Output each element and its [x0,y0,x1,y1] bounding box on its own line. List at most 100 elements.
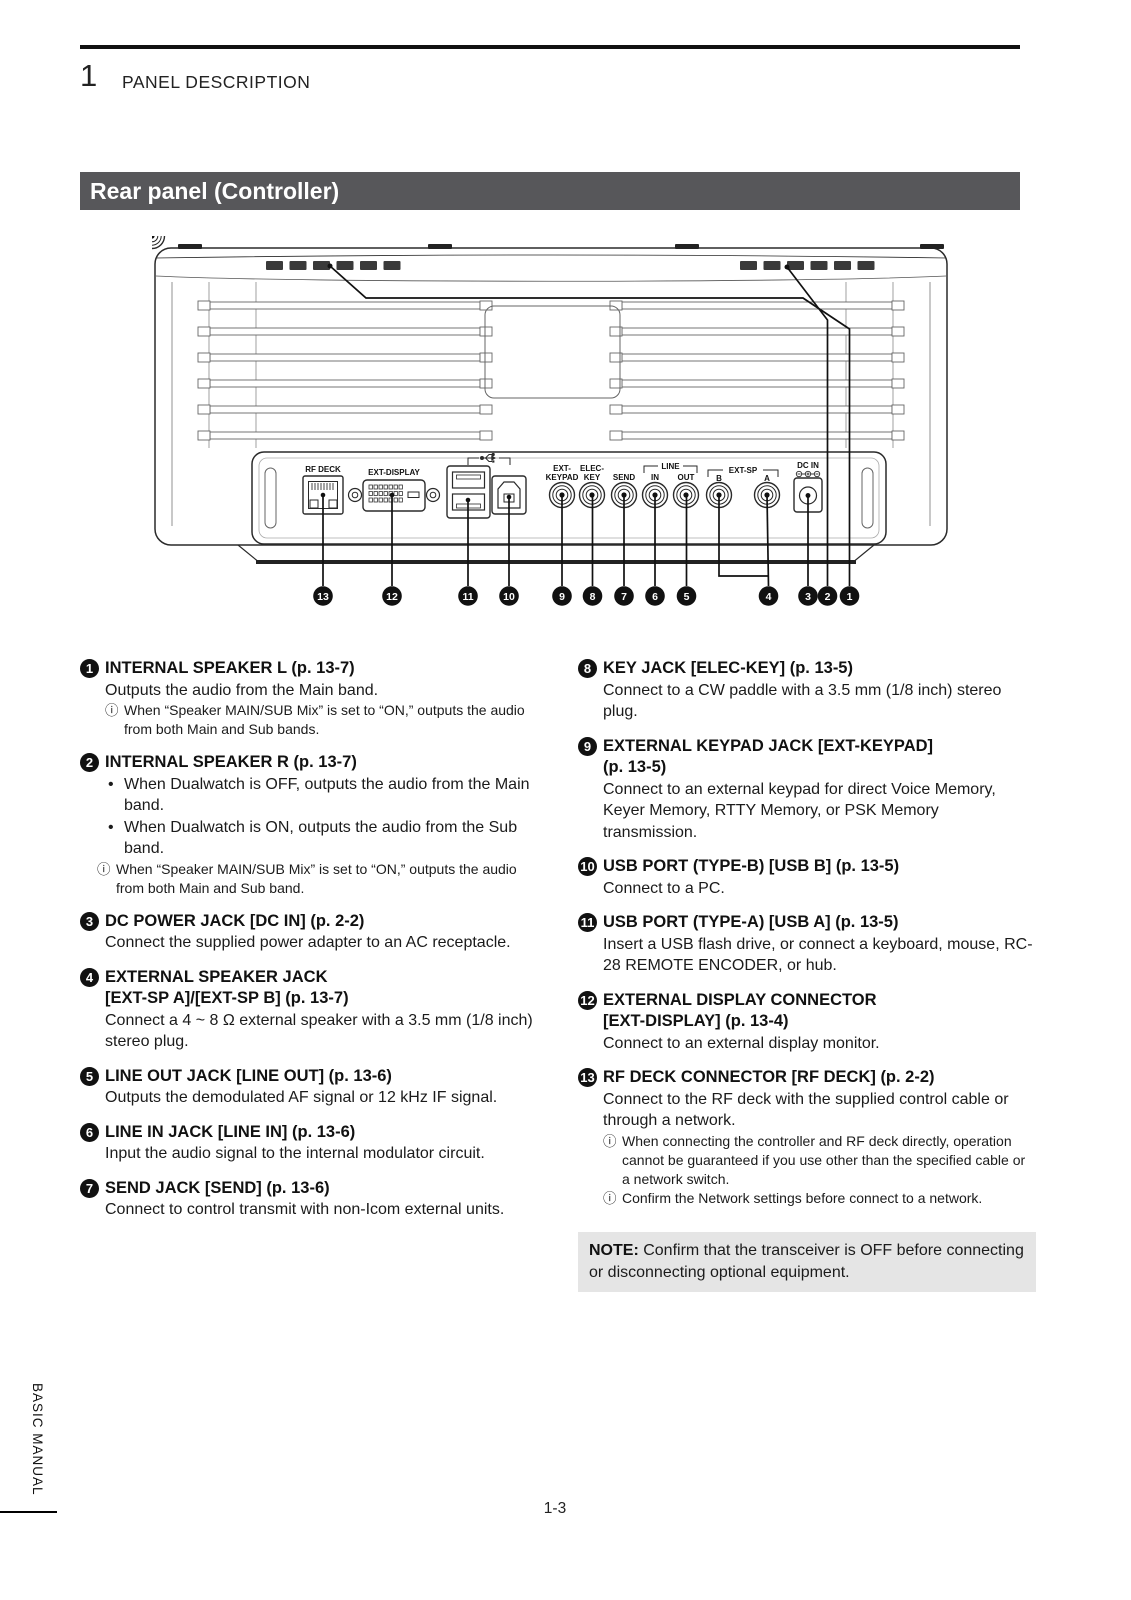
panel-item-8: 8 KEY JACK [ELEC-KEY] (p. 13-5)Connect to… [578,658,1036,723]
chapter-number: 1 [80,58,98,93]
item-title-line: EXTERNAL DISPLAY CONNECTOR [603,990,877,1009]
item-number-badge: 13 [578,1068,597,1087]
speaker-vent-left [266,261,401,270]
item-text-content: When connecting the controller and RF de… [622,1132,1026,1187]
item-text: Connect to an external display monitor. [603,1033,1036,1055]
callout-7: 7 [621,591,627,603]
elec-key-label-1: ELEC- [580,464,604,473]
item-number-badge: 4 [80,967,99,987]
callout-lines [322,265,851,587]
ext-keypad-label-2: KEYPAD [546,473,579,482]
rear-panel-diagram: RF DECK EXT-DISPLAY EXT- KEYPAD ELEC- KE… [138,222,950,608]
item-number-badge: 5 [80,1066,99,1086]
item-title: USB PORT (TYPE-B) [USB B] (p. 13-5) [603,856,899,878]
elec-key-label-2: KEY [584,473,601,482]
item-title-line: DC POWER JACK [DC IN] (p. 2-2) [105,911,365,930]
item-title: RF DECK CONNECTOR [RF DECK] (p. 2-2) [603,1067,935,1089]
item-heading: 13 RF DECK CONNECTOR [RF DECK] (p. 2-2) [578,1067,1036,1089]
item-text: Outputs the audio from the Main band. [105,680,542,702]
item-text: Connect to an external keypad for direct… [603,779,1036,844]
item-title-line: RF DECK CONNECTOR [RF DECK] (p. 2-2) [603,1068,935,1086]
item-title-line: USB PORT (TYPE-B) [USB B] (p. 13-5) [603,857,900,875]
callout-10: 10 [503,591,515,603]
dc-in-label: DC IN [797,461,819,470]
note-text: Confirm that the transceiver is OFF befo… [589,1241,1024,1281]
callout-5: 5 [684,591,690,603]
item-number-badge: 2 [80,753,99,772]
item-text-content: Connect to the RF deck with the supplied… [603,1090,1009,1130]
item-title-line: INTERNAL SPEAKER R (p. 13-7) [105,753,357,771]
device-body-outline [154,247,948,546]
usb-icon [467,452,511,465]
item-text-content: When “Speaker MAIN/SUB Mix” is set to “O… [124,702,525,737]
item-text: Outputs the demodulated AF signal or 12 … [105,1087,542,1109]
item-text: Connect a 4 ~ 8 Ω external speaker with … [105,1010,542,1053]
item-text-content: When Dualwatch is ON, outputs the audio … [124,818,518,858]
item-text-content: Connect to an external keypad for direct… [603,780,996,841]
item-heading: 1 INTERNAL SPEAKER L (p. 13-7) [80,658,542,680]
panel-item-11: 11 USB PORT (TYPE-A) [USB A] (p. 13-5) Ins… [578,912,1036,977]
item-title: INTERNAL SPEAKER L (p. 13-7) [105,658,355,680]
callout-numbers: 13 12 11 10 9 8 7 6 5 4 3 2 1 [317,591,852,603]
item-heading: 11 USB PORT (TYPE-A) [USB A] (p. 13-5) [578,912,1036,934]
item-number-badge: 1 [80,659,99,678]
item-number-badge: 11 [578,913,597,932]
item-text-content: Insert a USB flash drive, or connect a k… [603,935,1033,975]
line-out-label: OUT [678,473,695,482]
callout-11: 11 [462,591,473,603]
item-text-content: Input the audio signal to the internal m… [105,1145,485,1162]
item-title-line: (p. 13-5) [603,758,667,776]
item-title-line: [EXT-DISPLAY] (p. 13-4) [603,1012,789,1030]
item-text: Connect to a CW paddle with a 3.5 mm (1/… [603,680,1036,723]
sidebar-rule [0,1511,57,1513]
item-title: KEY JACK [ELEC-KEY] (p. 13-5) [603,658,853,680]
callout-discs [313,586,860,606]
item-number-badge: 12 [578,990,597,1010]
callout-9: 9 [559,591,565,603]
item-text: •When Dualwatch is OFF, outputs the audi… [105,774,542,817]
send-label: SEND [613,473,635,482]
item-number-badge: 9 [578,736,597,756]
item-title: USB PORT (TYPE-A) [USB A] (p. 13-5) [603,912,898,934]
item-title: INTERNAL SPEAKER R (p. 13-7) [105,752,357,774]
panel-item-9: 9 EXTERNAL KEYPAD JACK [EXT-KEYPAD](p. 13… [578,736,1036,844]
bullet-marker: • [108,818,114,836]
item-title-line: USB PORT (TYPE-A) [USB A] (p. 13-5) [603,913,899,931]
speaker-vent-right [740,261,875,270]
item-text-content: Outputs the audio from the Main band. [105,681,379,699]
item-text: • When Dualwatch is ON, outputs the audio… [105,817,542,860]
sidebar-tab-label: BASIC MANUAL [30,1383,45,1496]
item-number-badge: 3 [80,911,99,931]
item-title: EXTERNAL KEYPAD JACK [EXT-KEYPAD](p. 13-… [603,736,933,779]
item-number-badge: 8 [578,659,597,678]
info-icon: ⓘ [603,1190,617,1206]
panel-item-13: 13 RF DECK CONNECTOR [RF DECK] (p. 2-2) Co… [578,1067,1036,1208]
header-rule [80,45,1020,49]
item-text-content: When “Speaker MAIN/SUB Mix” is set to “O… [116,860,517,896]
item-text: Connect to a PC. [603,878,1036,900]
callout-2: 2 [825,591,831,603]
screw-holes [347,487,441,503]
item-title: DC POWER JACK [DC IN] (p. 2-2) [105,911,364,933]
item-title-line: EXTERNAL SPEAKER JACK [105,967,328,986]
item-title-line: SEND JACK [SEND] (p. 13-6) [105,1178,330,1197]
ext-keypad-label-1: EXT- [553,464,571,473]
item-text: Connect to control transmit with non-Ico… [105,1199,542,1221]
callout-8: 8 [590,591,596,603]
callout-3: 3 [805,591,811,603]
item-title: EXTERNAL DISPLAY CONNECTOR [EXT-DISPLAY] … [603,990,877,1033]
item-text-content: Connect a 4 ~ 8 Ω external speaker with … [105,1011,533,1051]
callout-12: 12 [386,591,398,603]
page-number: 1-3 [543,1500,567,1517]
callout-4: 4 [766,591,772,603]
ext-display-label: EXT-DISPLAY [368,468,420,477]
